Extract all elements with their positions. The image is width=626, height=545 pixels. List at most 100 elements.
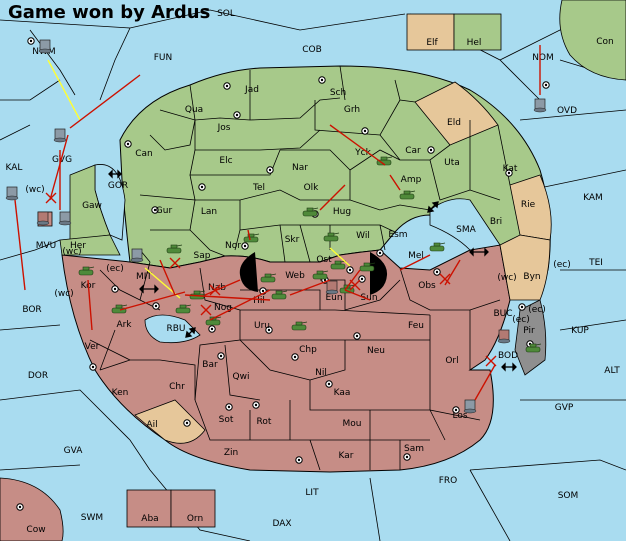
- region-label-Esm: Esm: [388, 230, 407, 240]
- region-label-Ver: Ver: [85, 342, 100, 352]
- fleet-unit-icon[interactable]: [36, 211, 50, 226]
- fleet-unit-icon[interactable]: [463, 399, 477, 414]
- army-unit-icon[interactable]: [330, 260, 347, 270]
- region-label-GVA: GVA: [64, 446, 84, 456]
- region-label-Hug: Hug: [333, 207, 351, 217]
- fleet-unit-icon[interactable]: [5, 186, 19, 201]
- region-label-GVG: GVG: [52, 155, 72, 165]
- region-label-Hil: Hil: [253, 296, 265, 306]
- region-label-Sun: Sun: [360, 293, 377, 303]
- convoy-arrows: [108, 169, 517, 372]
- fleet-unit-icon[interactable]: [53, 128, 67, 143]
- region-label-Sap: Sap: [194, 251, 211, 261]
- army-unit-icon[interactable]: [260, 273, 277, 283]
- region-label-Aba: Aba: [141, 514, 158, 524]
- region-label-DOR: DOR: [28, 371, 48, 381]
- region-label-Chr: Chr: [169, 382, 185, 392]
- region-label-TEI: TEI: [588, 258, 603, 268]
- coast-tag: (ec): [528, 305, 546, 315]
- army-unit-icon[interactable]: [429, 242, 446, 252]
- fleet-unit-icon[interactable]: [38, 39, 52, 54]
- region-label-Los: Los: [452, 411, 467, 421]
- army-unit-icon[interactable]: [302, 207, 319, 217]
- region-label-Sot: Sot: [219, 415, 234, 425]
- region-label-Eun: Eun: [325, 293, 342, 303]
- region-label-MIT: MIT: [136, 272, 152, 282]
- supply-centers: [16, 37, 550, 511]
- region-Con[interactable]: [559, 0, 626, 81]
- region-SMA[interactable]: [429, 198, 501, 251]
- province-borders: [89, 65, 511, 471]
- coast-tag: (wc): [54, 289, 73, 299]
- region-label-FRO: FRO: [439, 476, 458, 486]
- region-label-Sam: Sam: [404, 444, 424, 454]
- region-label-Chp: Chp: [299, 345, 317, 355]
- region-label-Kaa: Kaa: [334, 388, 351, 398]
- orders-layer: [14, 45, 541, 401]
- region-Orn[interactable]: [170, 489, 216, 528]
- region-label-Nog: Nog: [214, 303, 232, 313]
- army-unit-icon[interactable]: [359, 262, 376, 272]
- region-label-SWM: SWM: [81, 513, 103, 523]
- army-unit-icon[interactable]: [243, 233, 260, 243]
- region-label-SMA: SMA: [456, 225, 476, 235]
- region-label-Sch: Sch: [330, 88, 346, 98]
- region-label-Rot: Rot: [257, 417, 272, 427]
- region-label-Wil: Wil: [356, 231, 370, 241]
- region-Pir[interactable]: [514, 299, 547, 376]
- army-unit-icon[interactable]: [166, 244, 183, 254]
- region-label-BOD: BOD: [498, 351, 518, 361]
- army-unit-icon[interactable]: [78, 266, 95, 276]
- region-labels: COBFUNNWMKALBORDORGVASWMDAXLITFROSOMGVPA…: [6, 9, 621, 535]
- region-label-Pir: Pir: [523, 326, 535, 336]
- coast-tag: (ec): [512, 315, 530, 325]
- army-unit-icon[interactable]: [175, 304, 192, 314]
- army-unit-icon[interactable]: [291, 321, 308, 331]
- region-Aba[interactable]: [126, 489, 172, 528]
- army-unit-icon[interactable]: [323, 232, 340, 242]
- region-label-Ken: Ken: [112, 388, 129, 398]
- fleet-unit-icon[interactable]: [533, 98, 547, 113]
- region-label-Ark: Ark: [116, 320, 132, 330]
- region-label-Kar: Kar: [339, 451, 354, 461]
- region-label-Amp: Amp: [401, 175, 422, 185]
- region-label-Jad: Jad: [244, 85, 259, 95]
- region-Her[interactable]: [59, 234, 121, 256]
- region-label-Cow: Cow: [26, 525, 45, 535]
- army-unit-icon[interactable]: [312, 270, 329, 280]
- army-unit-icon[interactable]: [399, 190, 416, 200]
- region-Cow[interactable]: [0, 477, 64, 542]
- region-label-Jos: Jos: [217, 123, 231, 133]
- region-label-Con: Con: [596, 37, 614, 47]
- coast-tag: (ec): [106, 264, 124, 274]
- region-label-DAX: DAX: [272, 519, 291, 529]
- region-label-KAL: KAL: [6, 163, 23, 173]
- region-label-Qwi: Qwi: [233, 372, 250, 382]
- region-label-Rie: Rie: [521, 200, 536, 210]
- region-label-ALT: ALT: [604, 366, 620, 376]
- fleet-unit-icon[interactable]: [58, 211, 72, 226]
- fleet-unit-icon[interactable]: [130, 248, 144, 263]
- army-unit-icon[interactable]: [525, 343, 542, 353]
- region-Ail[interactable]: [134, 399, 206, 444]
- coast-tag: (wc): [25, 185, 44, 195]
- coast-tag: (wc): [497, 273, 516, 283]
- army-unit-icon[interactable]: [271, 290, 288, 300]
- region-label-Feu: Feu: [408, 321, 424, 331]
- coast-tag: (wc): [62, 247, 81, 257]
- cut-marks: [45, 192, 497, 367]
- region-label-OVD: OVD: [557, 106, 577, 116]
- fleet-unit-icon[interactable]: [325, 280, 339, 295]
- region-label-Byn: Byn: [523, 272, 540, 282]
- region-label-Elc: Elc: [219, 156, 232, 166]
- region-label-Orl: Orl: [445, 356, 458, 366]
- region-label-Web: Web: [285, 271, 305, 281]
- coast-tag: (ec): [553, 260, 571, 270]
- region-label-Nar: Nar: [292, 163, 308, 173]
- region-label-Nil: Nil: [315, 368, 327, 378]
- fleet-unit-icon[interactable]: [497, 329, 511, 344]
- region-Hel[interactable]: [453, 13, 502, 51]
- region-label-FUN: FUN: [154, 53, 173, 63]
- region-Eld[interactable]: [414, 81, 499, 146]
